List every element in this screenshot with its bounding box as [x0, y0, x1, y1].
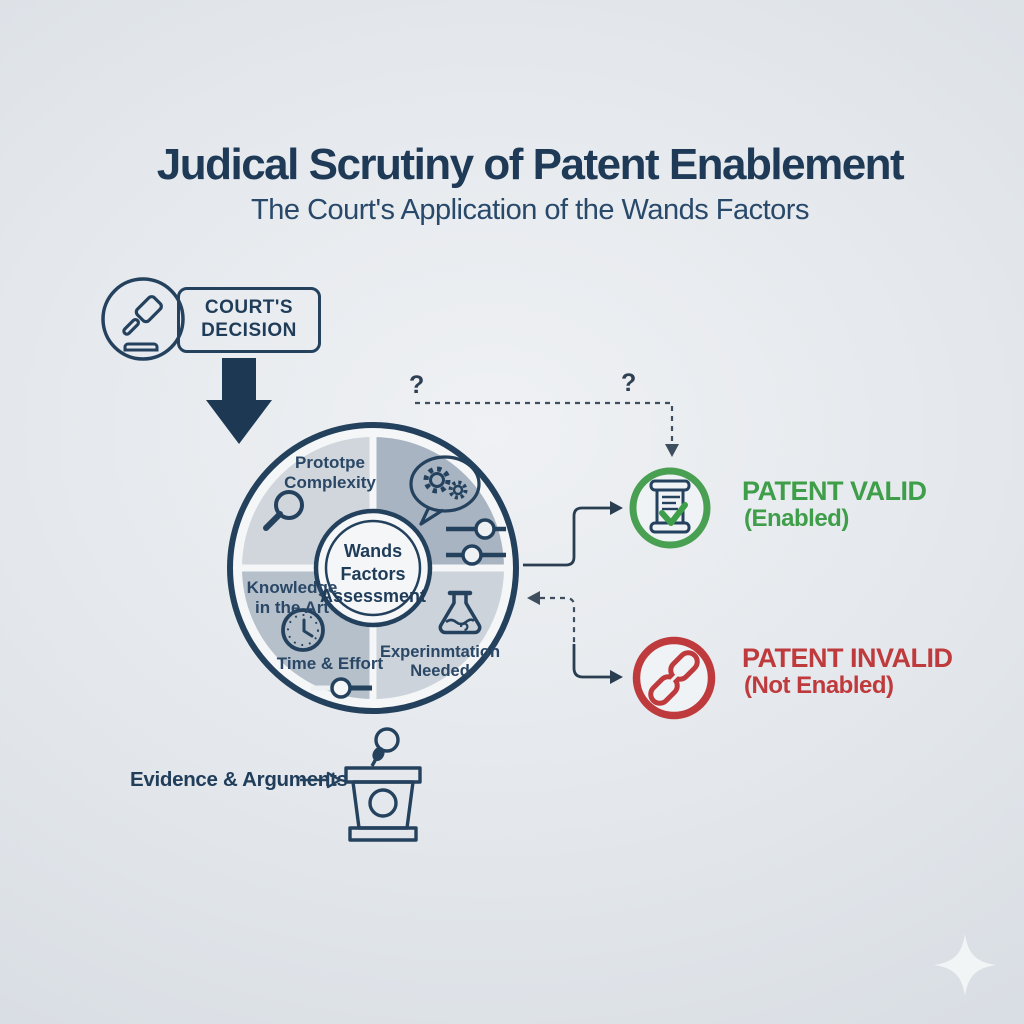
patent-invalid-subtitle: (Not Enabled): [744, 672, 894, 699]
gavel-icon: [101, 277, 185, 361]
question-mark-right: ?: [621, 369, 637, 397]
page-subtitle: The Court's Application of the Wands Fac…: [251, 194, 809, 226]
magnifier-icon: [263, 490, 304, 531]
idea-gears-icon: [409, 455, 481, 526]
question-mark-left: ?: [409, 371, 425, 399]
factor-label-time-effort: Time & Effort: [276, 654, 384, 673]
down-arrow-icon: [206, 358, 272, 444]
sparkle-icon: [934, 934, 996, 996]
wheel-center: [313, 508, 433, 628]
court-decision-badge: COURT'S DECISION: [177, 287, 321, 353]
flask-icon: [438, 590, 482, 635]
wheel-center-label: Wands Factors Assessment: [319, 541, 427, 606]
scroll-check-icon: [629, 467, 711, 549]
patent-valid-title: PATENT VALID: [742, 476, 927, 506]
factor-label-knowledge-in-the-art: Knowledge in the Art: [246, 578, 338, 618]
slider-icon: [311, 677, 372, 699]
page-title: Judical Scrutiny of Patent Enablement: [156, 140, 905, 189]
right-arrow-icon: [300, 771, 342, 789]
patent-valid-subtitle: (Enabled): [744, 505, 849, 532]
broken-chain-icon: [632, 636, 716, 720]
wands-factors-wheel: [227, 422, 519, 714]
sliders-icon: [446, 518, 506, 566]
patent-invalid-title: PATENT INVALID: [742, 643, 953, 673]
factor-label-prototype-complexity: Prototpe Complexity: [284, 453, 376, 493]
evidence-arguments-label: Evidence & Arguments: [130, 768, 348, 791]
factor-label-experimentation-needed: Experinmtation Needed: [379, 643, 501, 681]
clock-icon: [281, 608, 325, 652]
podium-icon: [344, 727, 422, 842]
